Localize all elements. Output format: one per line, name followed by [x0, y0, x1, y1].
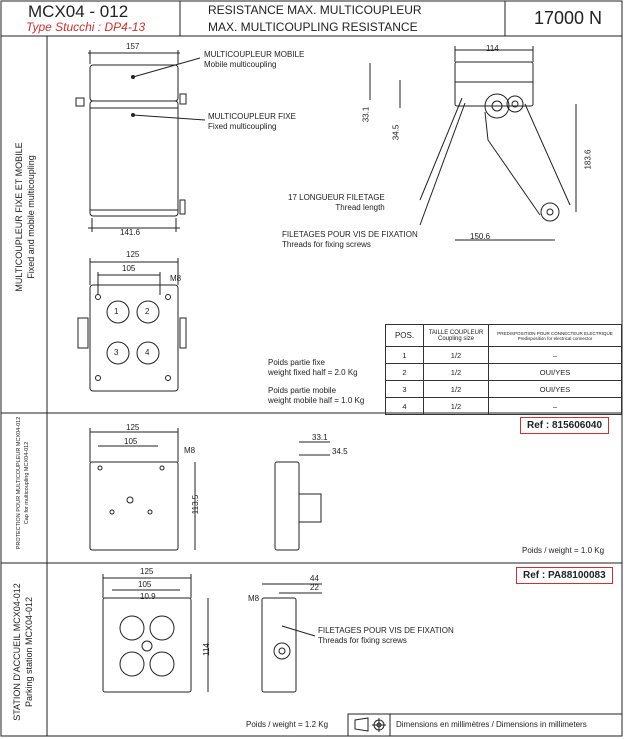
- station-weight: Poids / weight = 1.2 Kg: [246, 720, 329, 729]
- dim-44: 44: [310, 574, 319, 583]
- dim-m8: M8: [248, 594, 260, 603]
- th-size: TAILLE COUPLEUR: [428, 329, 484, 336]
- dim-114: 114: [201, 643, 211, 656]
- dim-105: 105: [124, 437, 138, 446]
- cap-ref: Ref : 815606040: [520, 417, 610, 434]
- dim-141-6: 141.6: [120, 228, 141, 237]
- th-pos: POS.: [385, 324, 424, 347]
- title-en: MAX. MULTICOUPLING RESISTANCE: [208, 20, 418, 34]
- th-size-en: Coupling size: [437, 335, 475, 342]
- dim-125: 125: [126, 250, 140, 259]
- projection-symbol: [354, 717, 386, 732]
- dim-m8: M8: [170, 274, 182, 283]
- part-code: MCX04 - 012: [28, 2, 129, 21]
- dim-m8: M8: [184, 446, 196, 455]
- dim-114: 114: [486, 44, 499, 53]
- stucchi-type: Type Stucchi : DP4-13: [26, 20, 146, 34]
- dim-157: 157: [126, 42, 140, 51]
- dim-125: 125: [126, 423, 140, 432]
- multicoupling-front-view: [75, 50, 206, 232]
- dim-150-6: 150.6: [470, 232, 491, 241]
- dim-105: 105: [138, 580, 152, 589]
- multicoupling-side-view: [369, 46, 577, 241]
- dim-113-5: 113.5: [191, 494, 201, 515]
- dim-10-9: 10.9: [140, 592, 156, 601]
- dim-34-5: 34.5: [332, 447, 348, 456]
- cap-weight: Poids / weight = 1.0 Kg: [522, 546, 605, 555]
- th-connector-en: Predisposition for electrical connector: [517, 335, 593, 341]
- dim-125: 125: [140, 567, 154, 576]
- position-4: 4: [145, 348, 150, 357]
- title-fr: RESISTANCE MAX. MULTICOUPLEUR: [208, 3, 422, 17]
- parking-station-views: [102, 574, 322, 693]
- position-2: 2: [145, 307, 150, 316]
- dim-105: 105: [122, 264, 136, 273]
- dim-33-1: 33.1: [312, 433, 328, 442]
- cap-views: [89, 428, 330, 551]
- position-1: 1: [114, 307, 119, 316]
- th-connector: PREDISPOSITION POUR CONNECTEUR ELECTRIQU…: [497, 330, 613, 336]
- units-note: Dimensions en millimètres / Dimensions i…: [396, 720, 587, 729]
- dim-33-1: 33.1: [361, 106, 371, 123]
- dim-183-6: 183.6: [583, 149, 593, 170]
- position-3: 3: [114, 348, 119, 357]
- multicoupling-face-view: [77, 258, 187, 392]
- max-force: 17000 N: [534, 8, 603, 28]
- dim-34-5: 34.5: [391, 124, 401, 141]
- station-ref: Ref : PA88100083: [516, 567, 613, 584]
- dim-22: 22: [310, 583, 319, 592]
